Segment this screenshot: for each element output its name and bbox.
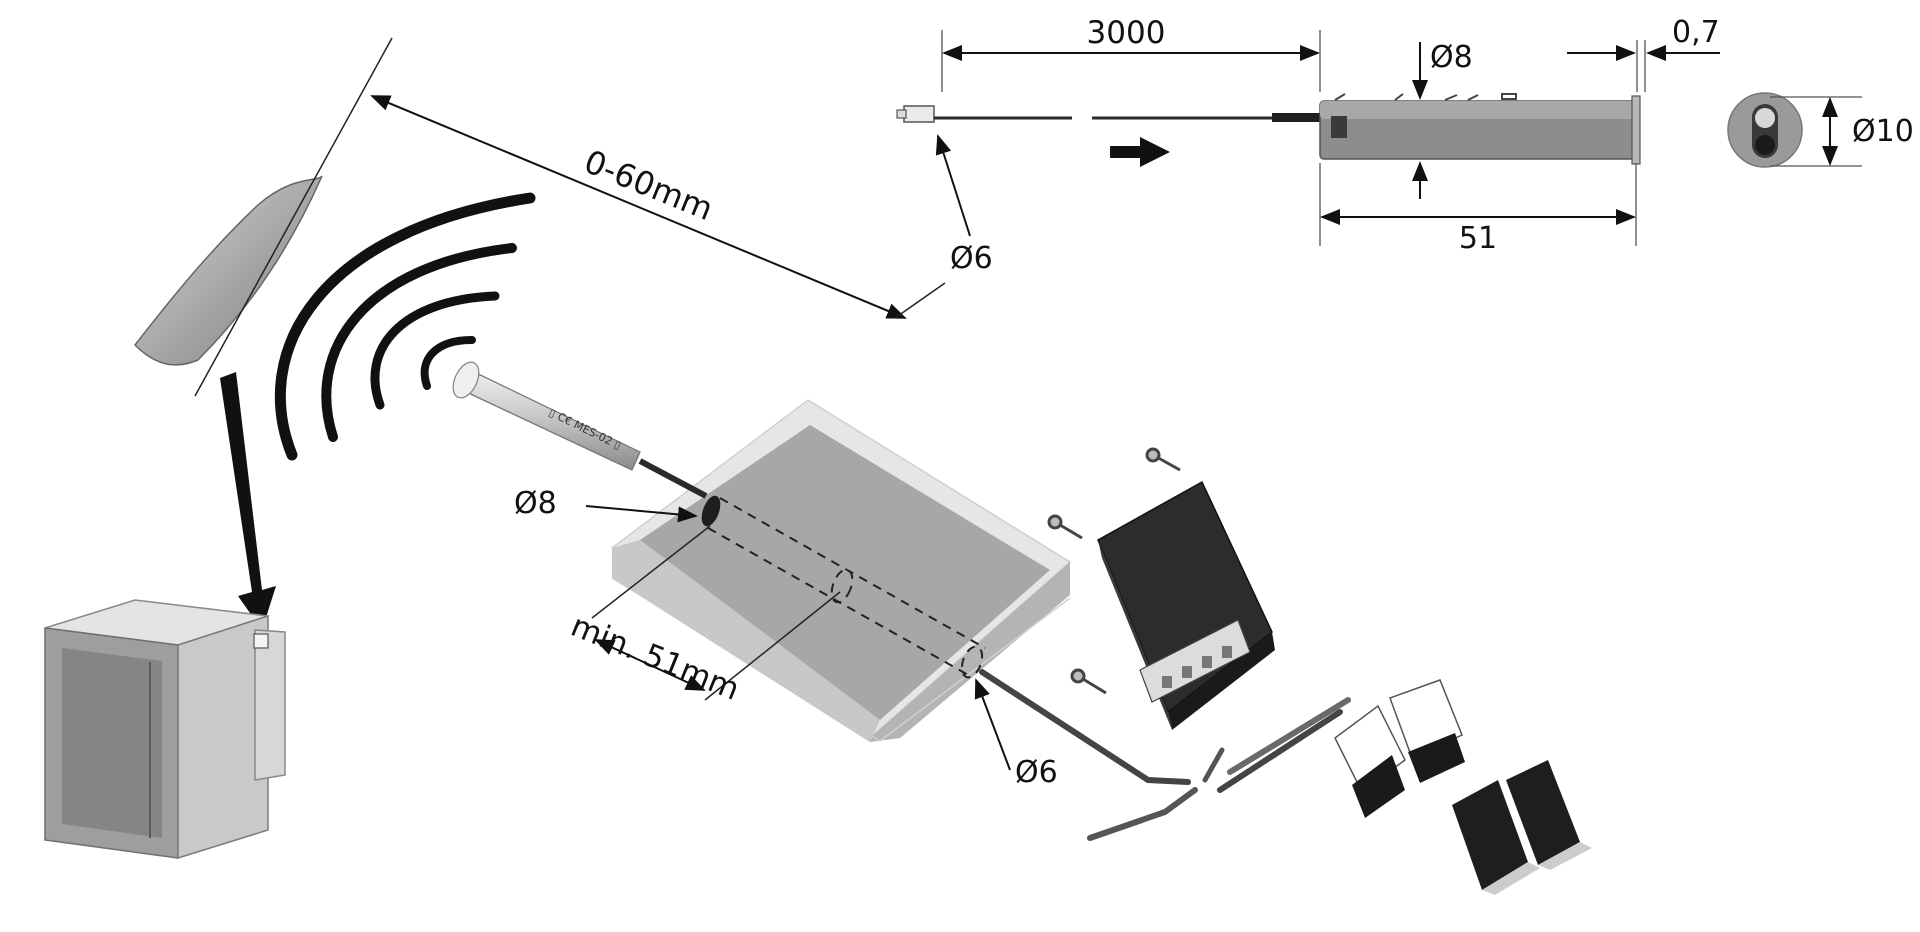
cable-sleeve <box>1272 113 1322 122</box>
cabinet-illustration <box>44 37 393 860</box>
dimension-connector-diameter: Ø6 <box>950 241 993 276</box>
dimension-end-face-diameter: Ø10 <box>1852 114 1914 149</box>
cabinet <box>44 599 286 860</box>
dimension-drill-cable: Ø6 <box>1015 755 1058 790</box>
screws <box>1047 447 1181 695</box>
door-flap <box>134 175 323 366</box>
dimension-cable-length: 3000 <box>1087 15 1166 51</box>
dimension-drill-sensor: Ø8 <box>514 486 557 521</box>
dimension-detection-range: 0-60mm <box>579 142 718 228</box>
sensor-3d: ▯ C€ MES-02 ▯ <box>452 361 708 499</box>
dimension-sensor-diameter: Ø8 <box>1430 40 1473 75</box>
panel-main-face <box>612 548 1070 742</box>
cables <box>979 669 1351 841</box>
wave-arcs-icon <box>274 192 536 461</box>
arrow-down-icon <box>220 372 276 630</box>
control-box: MultiSwitch ▯▯▯▯ <box>1097 480 1275 730</box>
sensor-dimension-drawing: 3000 Ø8 0,7 51 Ø10 Ø6 <box>896 15 1914 276</box>
dimension-end-cap: 0,7 <box>1672 15 1720 50</box>
sensor-body <box>1319 93 1641 165</box>
sensor-end-face <box>1727 92 1803 168</box>
cable-connector <box>896 105 935 123</box>
adhesive-pads <box>1334 679 1592 895</box>
dimension-sensor-length: 51 <box>1459 221 1497 256</box>
arrow-right-icon <box>1110 137 1170 167</box>
mounting-panel <box>610 399 1072 742</box>
